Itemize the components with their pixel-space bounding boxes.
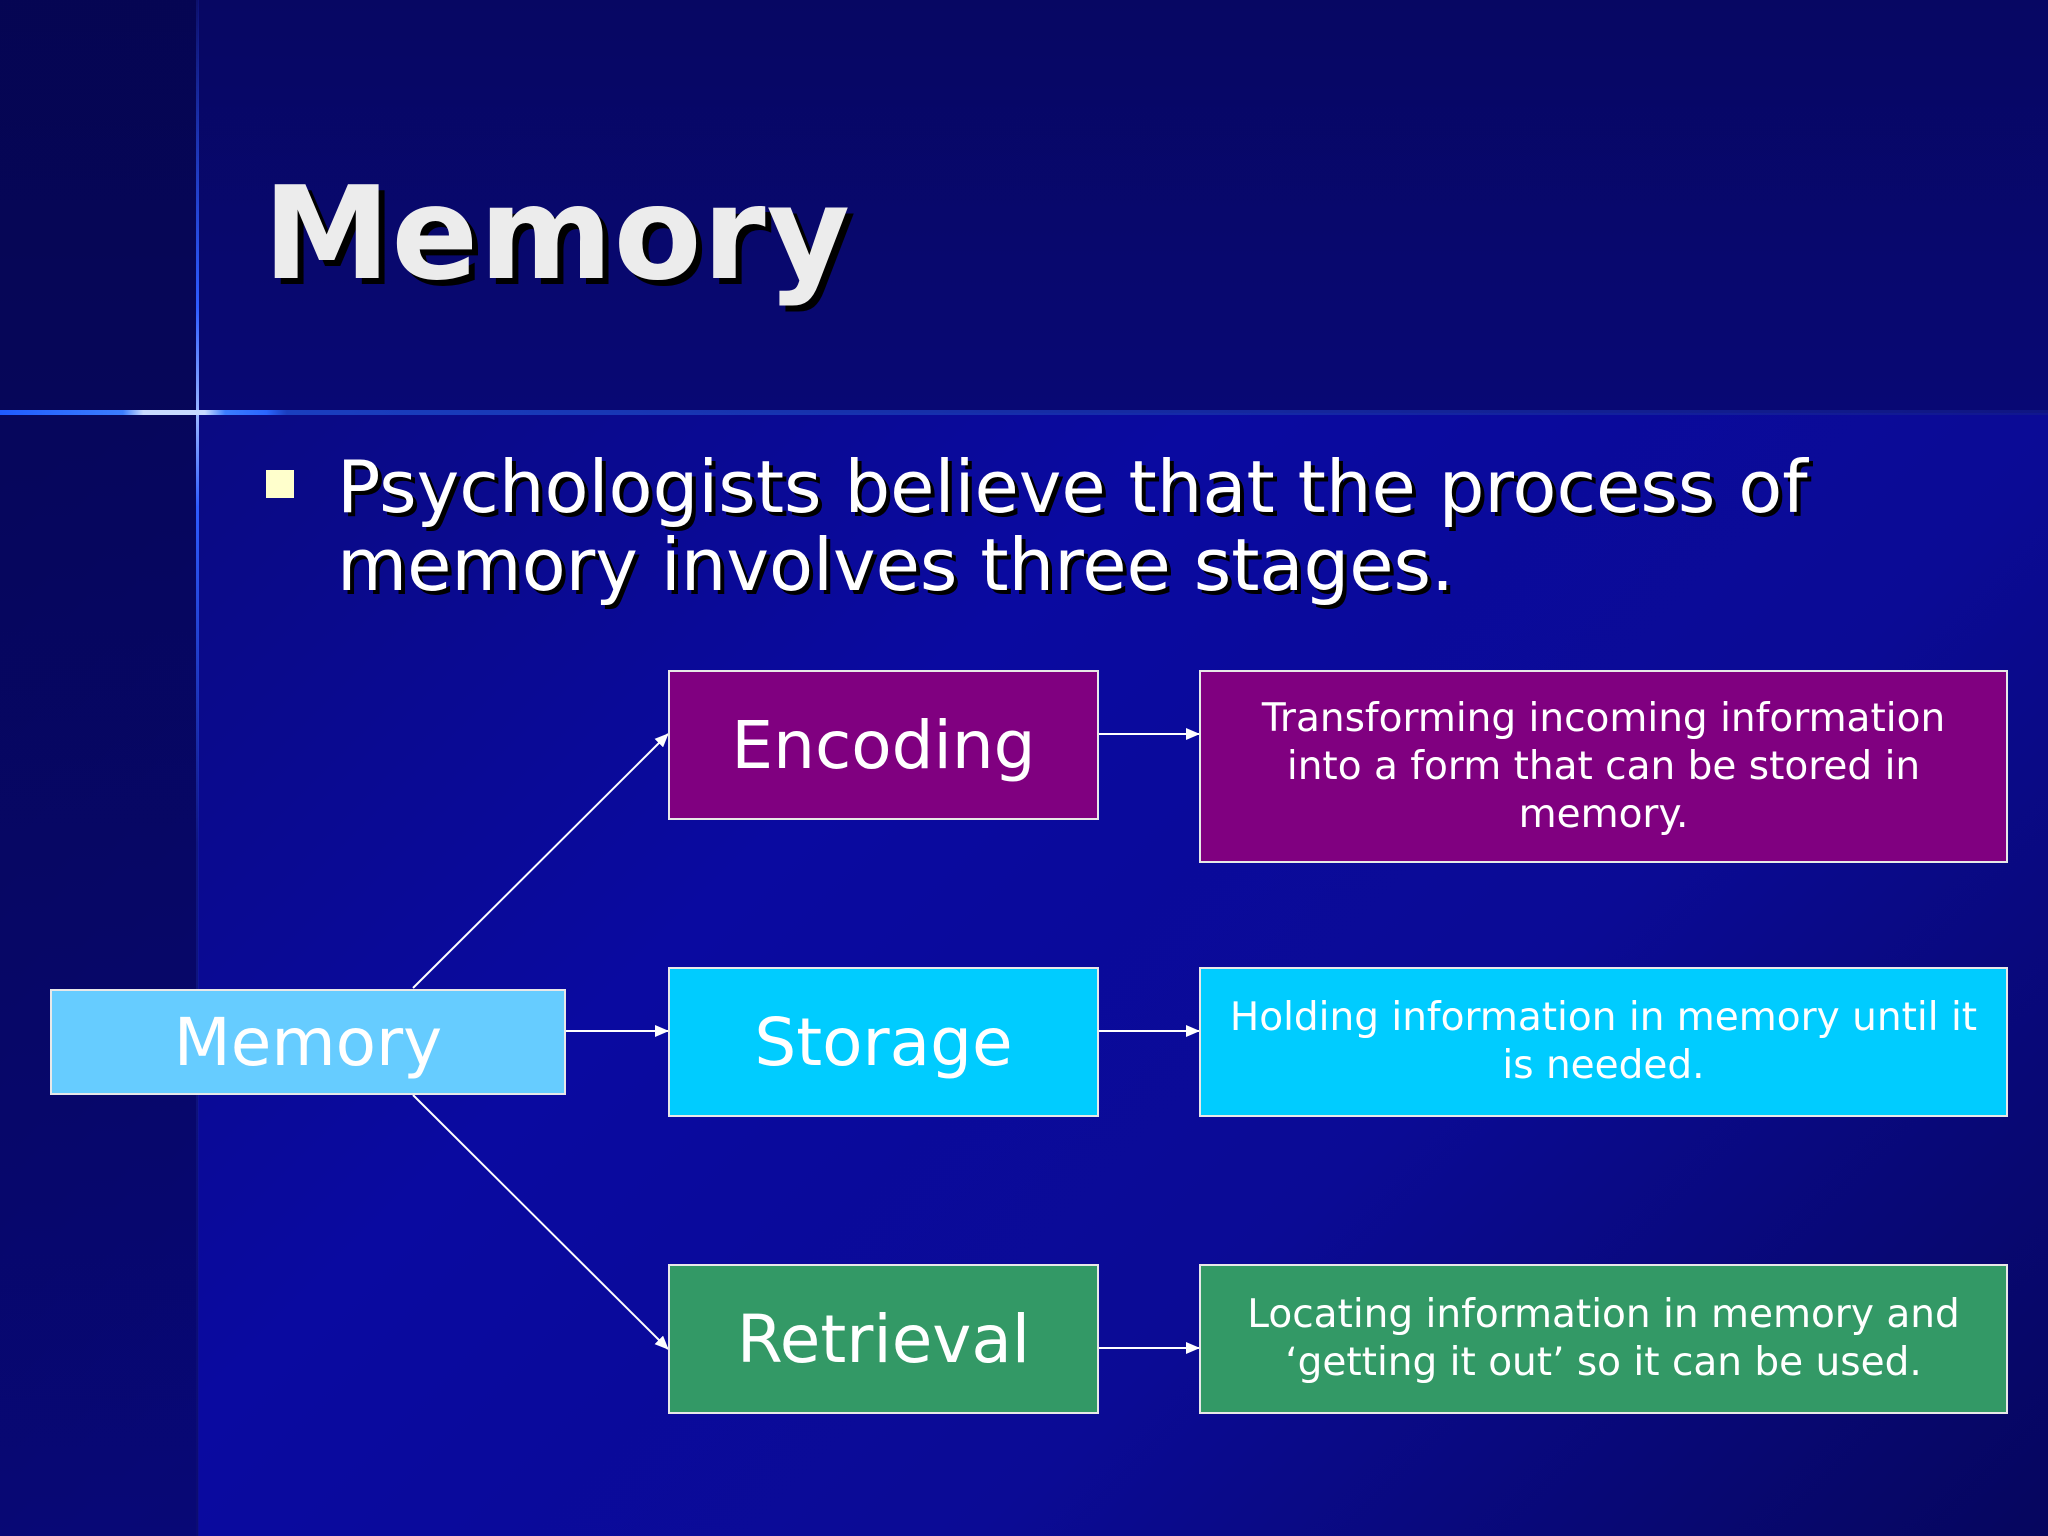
storage-description: Holding information in memory until it i…: [1229, 995, 1978, 1088]
slide-title: Memory: [263, 160, 852, 309]
bullet-square-icon: [266, 470, 294, 498]
retrieval-label: Retrieval: [736, 1300, 1031, 1378]
encoding-label: Encoding: [731, 706, 1036, 784]
encoding-description: Transforming incoming information into a…: [1261, 695, 1946, 837]
memory-root-label: Memory: [173, 1003, 443, 1081]
vertical-accent-line: [196, 0, 199, 1536]
header-band: [0, 0, 2048, 413]
encoding-description-box: Transforming incoming information into a…: [1199, 670, 2008, 863]
arrow-memory-to-retrieval: [412, 1094, 669, 1350]
arrow-memory-to-encoding: [412, 733, 669, 989]
retrieval-description-box: Locating information in memory and ‘gett…: [1199, 1264, 2008, 1414]
left-band: [0, 0, 198, 1536]
storage-description-box: Holding information in memory until it i…: [1199, 967, 2008, 1117]
storage-box: Storage: [668, 967, 1099, 1117]
storage-label: Storage: [754, 1003, 1013, 1081]
bullet-text: Psychologists believe that the process o…: [337, 445, 1808, 607]
horizontal-accent-line: [0, 410, 2048, 415]
retrieval-description: Locating information in memory and ‘gett…: [1247, 1292, 1960, 1385]
encoding-box: Encoding: [668, 670, 1099, 820]
retrieval-box: Retrieval: [668, 1264, 1099, 1414]
memory-root-box: Memory: [50, 989, 566, 1095]
